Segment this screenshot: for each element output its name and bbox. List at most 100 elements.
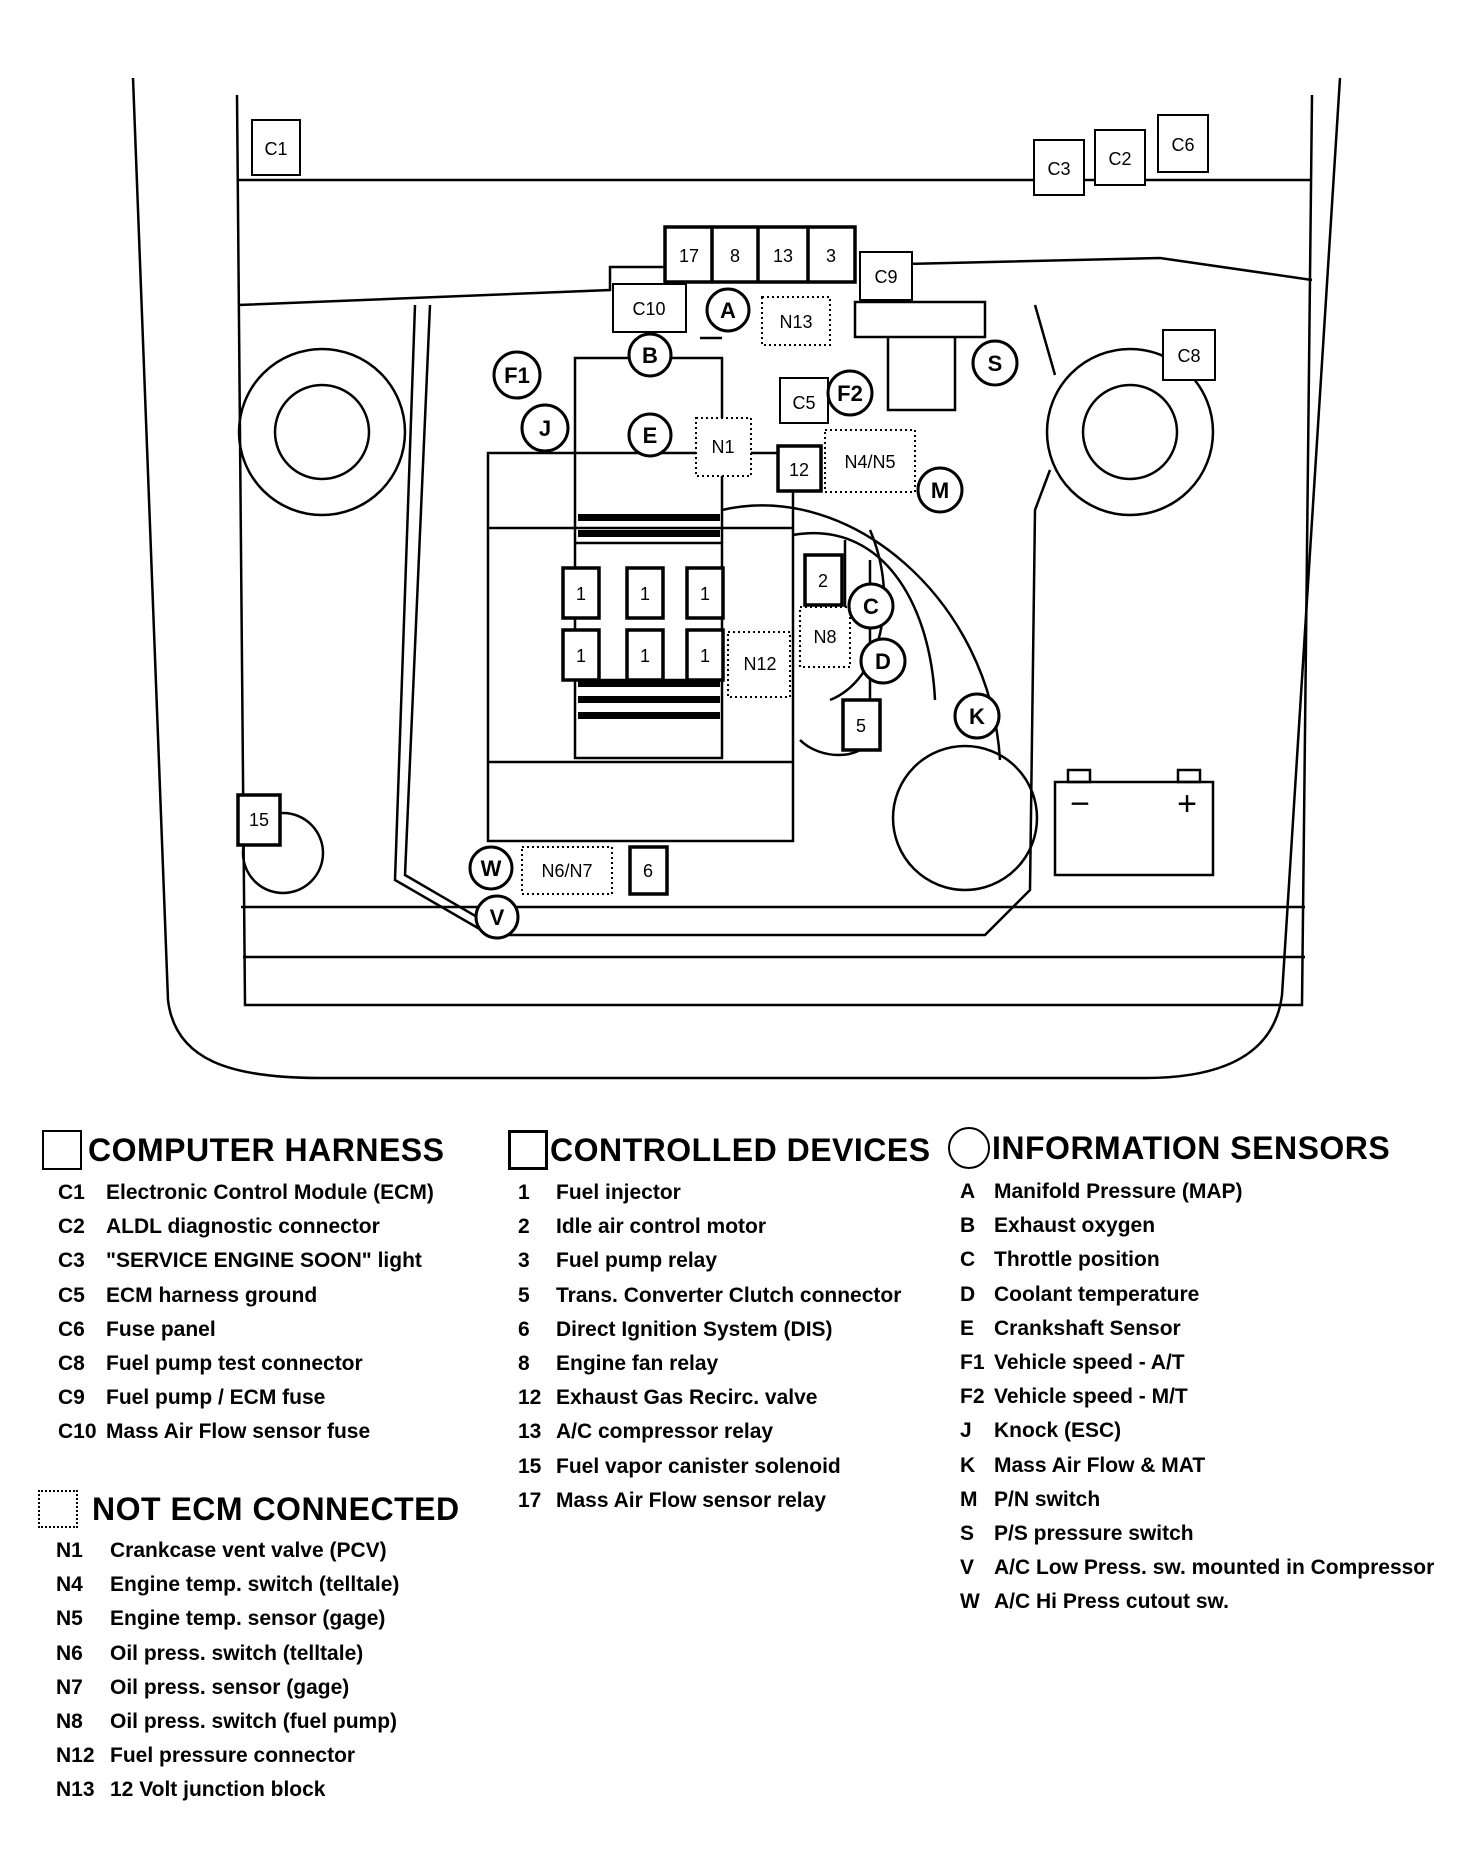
legend-item-code: N8 <box>56 1709 83 1733</box>
circle-B <box>627 332 673 378</box>
label-C5: C5 <box>792 393 815 413</box>
legend-item-code: F1 <box>960 1350 985 1374</box>
circle-key-icon <box>948 1127 990 1169</box>
circle-C <box>847 582 895 630</box>
label-5: 5 <box>856 716 866 736</box>
box-15 <box>236 793 282 847</box>
legend-item-code: D <box>960 1282 976 1306</box>
legend-item-label: Fuel pump test connector <box>106 1351 363 1375</box>
legend-item-label: Engine temp. switch (telltale) <box>110 1573 400 1597</box>
label-A: A <box>720 298 736 323</box>
legend-item-code: 3 <box>518 1249 530 1273</box>
label-F1: F1 <box>504 363 530 388</box>
label-1b: 1 <box>640 584 650 604</box>
circle-V <box>474 894 520 940</box>
legend-item-code: 1 <box>518 1181 530 1204</box>
legend-item-code: C2 <box>58 1215 85 1239</box>
legend-item-label: Engine temp. sensor (gage) <box>110 1607 386 1631</box>
body-outline <box>131 77 1342 1080</box>
legend-item-code: F2 <box>960 1385 985 1409</box>
legend-item-label: Crankshaft Sensor <box>994 1316 1181 1340</box>
legend-item-label: A/C Hi Press cutout sw. <box>994 1590 1229 1614</box>
legend-item-code: N12 <box>56 1744 95 1768</box>
box-C2 <box>1094 129 1146 186</box>
label-1d: 1 <box>576 646 586 666</box>
legend-item-label: Direct Ignition System (DIS) <box>556 1317 833 1341</box>
label-1f: 1 <box>700 646 710 666</box>
box-N8 <box>799 606 851 668</box>
legend-item-code: V <box>960 1556 975 1580</box>
legend-item-label: Mass Air Flow sensor relay <box>556 1488 826 1512</box>
label-C8: C8 <box>1177 346 1200 366</box>
legend-item-code: M <box>960 1487 978 1511</box>
controlled-devices-title: CONTROLLED DEVICES <box>550 1131 931 1168</box>
legend-title-controlled-devices: CONTROLLED DEVICES <box>508 1130 931 1170</box>
label-J: J <box>539 416 551 441</box>
computer-harness-title: COMPUTER HARNESS <box>88 1131 445 1168</box>
legend-title-computer-harness: COMPUTER HARNESS <box>42 1130 444 1170</box>
label-N6N7: N6/N7 <box>541 861 592 881</box>
label-N13: N13 <box>779 312 812 332</box>
legend-item-code: 5 <box>518 1283 530 1307</box>
label-1a: 1 <box>576 584 586 604</box>
box-5 <box>841 698 882 752</box>
label-F2: F2 <box>837 381 863 406</box>
legend-item-code: N7 <box>56 1675 83 1699</box>
box-1f <box>685 628 725 682</box>
label-1e: 1 <box>640 646 650 666</box>
label-C: C <box>863 594 879 619</box>
legend-item-label: Vehicle speed - A/T <box>994 1350 1185 1374</box>
legend-item-code: N1 <box>56 1539 83 1562</box>
label-K: K <box>969 704 985 729</box>
label-N1: N1 <box>711 437 734 457</box>
legend-item-label: Oil press. switch (telltale) <box>110 1641 364 1665</box>
compartment-outline <box>235 94 1314 1007</box>
box-1b <box>625 566 665 620</box>
circle-F2 <box>826 369 874 417</box>
label-15: 15 <box>249 810 269 830</box>
label-8: 8 <box>730 246 740 266</box>
battery-minus-label: − <box>1070 785 1090 823</box>
legend-item-code: J <box>960 1419 972 1443</box>
label-B: B <box>642 343 658 368</box>
circle-M <box>916 466 964 514</box>
legend-item-code: 6 <box>518 1317 530 1341</box>
label-V: V <box>490 905 505 930</box>
label-1c: 1 <box>700 584 710 604</box>
legend-item-code: S <box>960 1521 975 1545</box>
legend-item-code: C <box>960 1248 976 1272</box>
circle-E <box>627 412 673 458</box>
legend-item-label: P/N switch <box>994 1487 1101 1511</box>
box-1e <box>625 628 665 682</box>
legend-item-label: Fuel vapor canister solenoid <box>556 1454 841 1478</box>
legend-item-label: "SERVICE ENGINE SOON" light <box>106 1249 422 1273</box>
legend-item-code: 8 <box>518 1351 530 1375</box>
legend-item-code: C9 <box>58 1386 85 1410</box>
legend-item-code: 17 <box>518 1488 542 1512</box>
legend-item-code: 12 <box>518 1386 542 1410</box>
box-N13 <box>761 296 831 346</box>
label-17: 17 <box>679 246 699 266</box>
legend-item-17: 17 Mass Air Flow sensor relay <box>518 1484 931 1518</box>
